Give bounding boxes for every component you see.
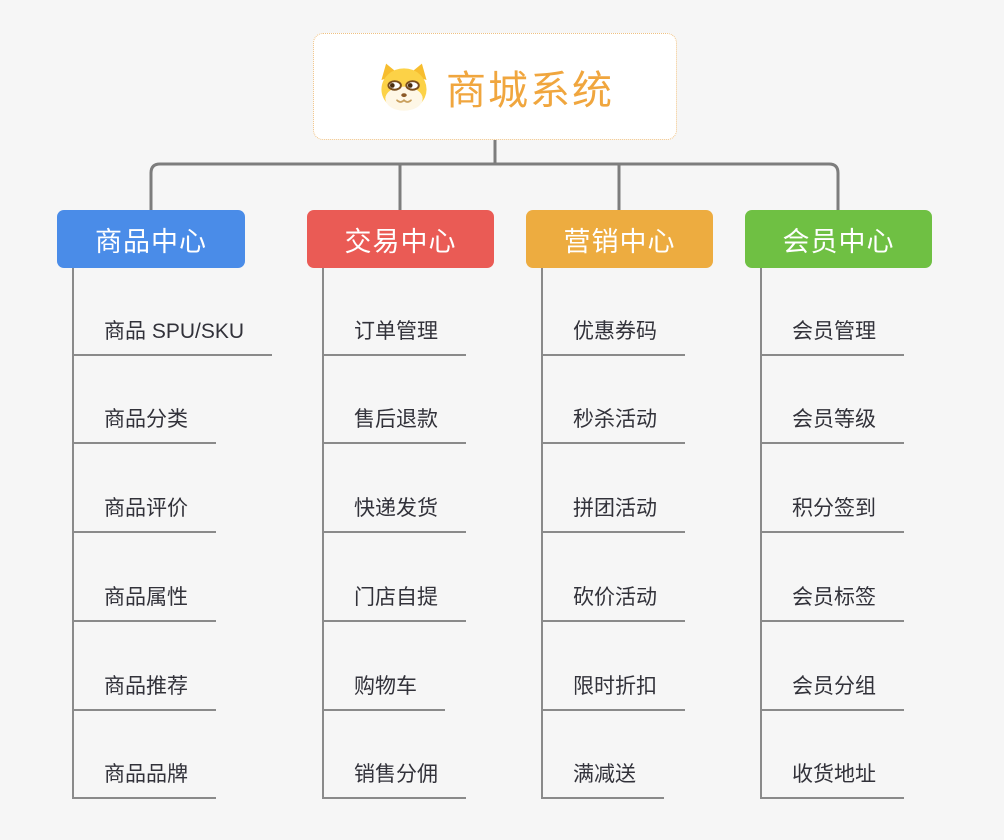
leaf-node[interactable]: 满减送: [541, 755, 664, 799]
branch-column-product: 商品中心 商品 SPU/SKU 商品分类 商品评价 商品属性 商品推荐 商品品牌: [57, 210, 337, 840]
leaf-node[interactable]: 售后退款: [322, 400, 466, 444]
leaf-node[interactable]: 商品属性: [72, 578, 216, 622]
leaf-node[interactable]: 收货地址: [760, 755, 904, 799]
branch-label: 商品中心: [95, 226, 207, 257]
branch-label: 交易中心: [344, 226, 457, 257]
leaf-node[interactable]: 商品评价: [72, 489, 216, 533]
branch-label: 会员中心: [782, 226, 895, 257]
leaf-node[interactable]: 快递发货: [322, 489, 466, 533]
branch-label: 营销中心: [563, 226, 676, 257]
branch-column-member: 会员中心 会员管理 会员等级 积分签到 会员标签 会员分组 收货地址: [745, 210, 1004, 840]
leaf-node[interactable]: 砍价活动: [541, 578, 685, 622]
leaf-node[interactable]: 优惠券码: [541, 312, 685, 356]
branch-column-trade: 交易中心 订单管理 售后退款 快递发货 门店自提 购物车 销售分佣: [307, 210, 587, 840]
leaf-node[interactable]: 购物车: [322, 667, 445, 711]
root-node[interactable]: 商城系统: [313, 33, 677, 140]
branch-column-marketing: 营销中心 优惠券码 秒杀活动 拼团活动 砍价活动 限时折扣 满减送: [526, 210, 806, 840]
leaf-node[interactable]: 会员标签: [760, 578, 904, 622]
shiba-dog-icon: [381, 63, 427, 111]
leaf-node[interactable]: 限时折扣: [541, 667, 685, 711]
main-connectors: [149, 139, 840, 211]
root-title: 商城系统: [446, 68, 614, 113]
leaf-node[interactable]: 商品 SPU/SKU: [72, 312, 273, 356]
leaf-node[interactable]: 商品品牌: [72, 755, 216, 799]
leaf-node[interactable]: 门店自提: [322, 578, 466, 622]
branch-node-product-center[interactable]: 商品中心: [57, 210, 245, 268]
branch-node-trade-center[interactable]: 交易中心: [307, 210, 494, 268]
leaf-node[interactable]: 会员等级: [760, 400, 904, 444]
leaf-node[interactable]: 销售分佣: [322, 755, 466, 799]
leaf-node[interactable]: 会员分组: [760, 667, 904, 711]
leaf-node[interactable]: 商品分类: [72, 400, 216, 444]
branch-node-marketing-center[interactable]: 营销中心: [526, 210, 713, 268]
branch-node-member-center[interactable]: 会员中心: [745, 210, 932, 268]
leaf-node[interactable]: 商品推荐: [72, 667, 216, 711]
bus-line: [149, 162, 840, 211]
leaf-node[interactable]: 秒杀活动: [541, 400, 685, 444]
leaf-node[interactable]: 拼团活动: [541, 489, 685, 533]
leaf-node[interactable]: 积分签到: [760, 489, 904, 533]
leaf-node[interactable]: 订单管理: [322, 312, 466, 356]
leaf-node[interactable]: 会员管理: [760, 312, 904, 356]
